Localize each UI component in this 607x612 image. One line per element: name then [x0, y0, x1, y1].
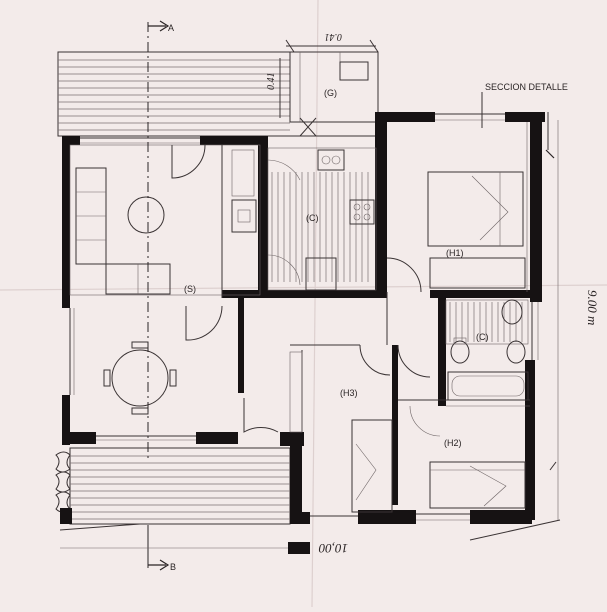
- bed-h2: [429, 461, 526, 509]
- section-cut-line: [147, 20, 170, 571]
- living-furniture: [75, 149, 257, 295]
- room-label-kitchen: (C): [306, 213, 319, 223]
- dim-side-label: 0.41: [266, 73, 277, 91]
- exterior-walls: [62, 112, 545, 524]
- detail-note: SECCION DETALLE: [485, 82, 568, 92]
- dim-height-label: 9.00 m: [585, 290, 600, 325]
- windows: [80, 113, 539, 521]
- interior-partitions: [69, 122, 530, 441]
- cross-marker: [299, 117, 317, 137]
- detail-section-marker: [481, 92, 555, 159]
- bed-h3: [289, 351, 393, 513]
- dining-table: [103, 341, 177, 415]
- top-terrace: [57, 51, 379, 137]
- door-swings: [171, 144, 441, 437]
- cut-label-b: B: [170, 562, 176, 572]
- dim-top-label: 0.41: [325, 31, 343, 42]
- dim-width-label: 10,00: [318, 541, 348, 556]
- dim-stamp: [288, 542, 310, 554]
- room-label-h1: (H1): [446, 248, 464, 258]
- bottom-terrace: [55, 447, 291, 525]
- bathroom-fixtures: [445, 299, 529, 401]
- dimension-lines: [59, 39, 561, 549]
- room-label-g: (G): [324, 88, 337, 98]
- room-label-h2: (H2): [444, 438, 462, 448]
- room-label-h3: (H3): [340, 388, 358, 398]
- bed-h1: [427, 171, 526, 289]
- room-label-s: (S): [184, 284, 196, 294]
- room-label-bath: (C): [476, 332, 489, 342]
- kitchen-fixtures: [267, 147, 377, 291]
- cut-label-a: A: [168, 23, 174, 33]
